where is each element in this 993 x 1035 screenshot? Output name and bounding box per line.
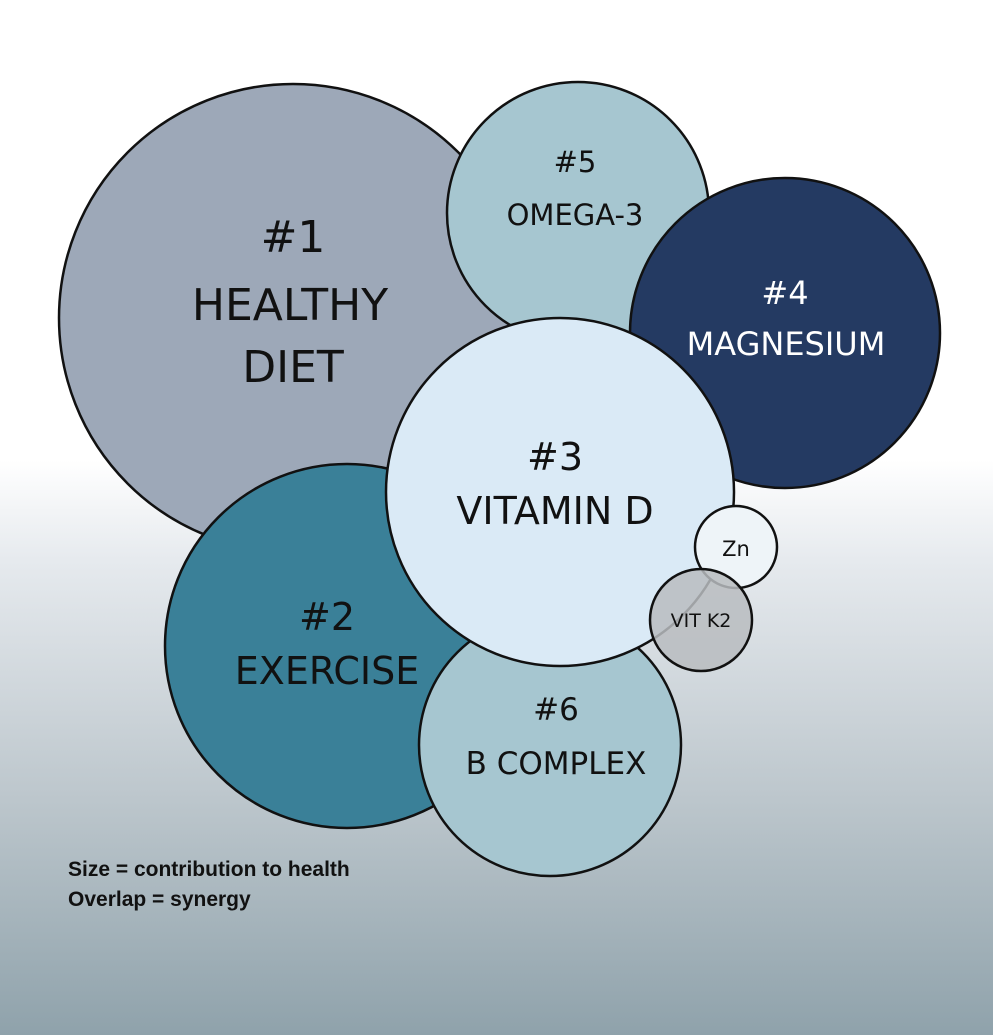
legend-overlap: Overlap = synergy [68,888,251,911]
bubble-vit-k2 [648,567,754,673]
b-complex-label: B COMPLEX [466,746,647,782]
magnesium-label: MAGNESIUM [687,325,886,363]
zinc-label: Zn [722,537,750,561]
b-complex-rank: #6 [533,692,579,728]
omega-3-rank: #5 [554,145,597,179]
bubble-vitamin-d [384,316,736,668]
exercise-rank: #2 [299,595,355,639]
diet-label-1: HEALTHY [192,280,388,331]
legend: Size = contribution to health Overlap = … [68,855,350,915]
omega-3-label: OMEGA-3 [507,198,644,232]
vitamin-d-rank: #3 [527,435,583,479]
diet-label-2: DIET [242,342,344,393]
diet-rank: #1 [261,212,326,263]
vit-k2-label: VIT K2 [671,610,732,632]
exercise-label: EXERCISE [235,649,419,693]
vitamin-d-label: VITAMIN D [456,489,653,533]
magnesium-rank: #4 [761,274,808,312]
legend-size: Size = contribution to health [68,858,350,881]
